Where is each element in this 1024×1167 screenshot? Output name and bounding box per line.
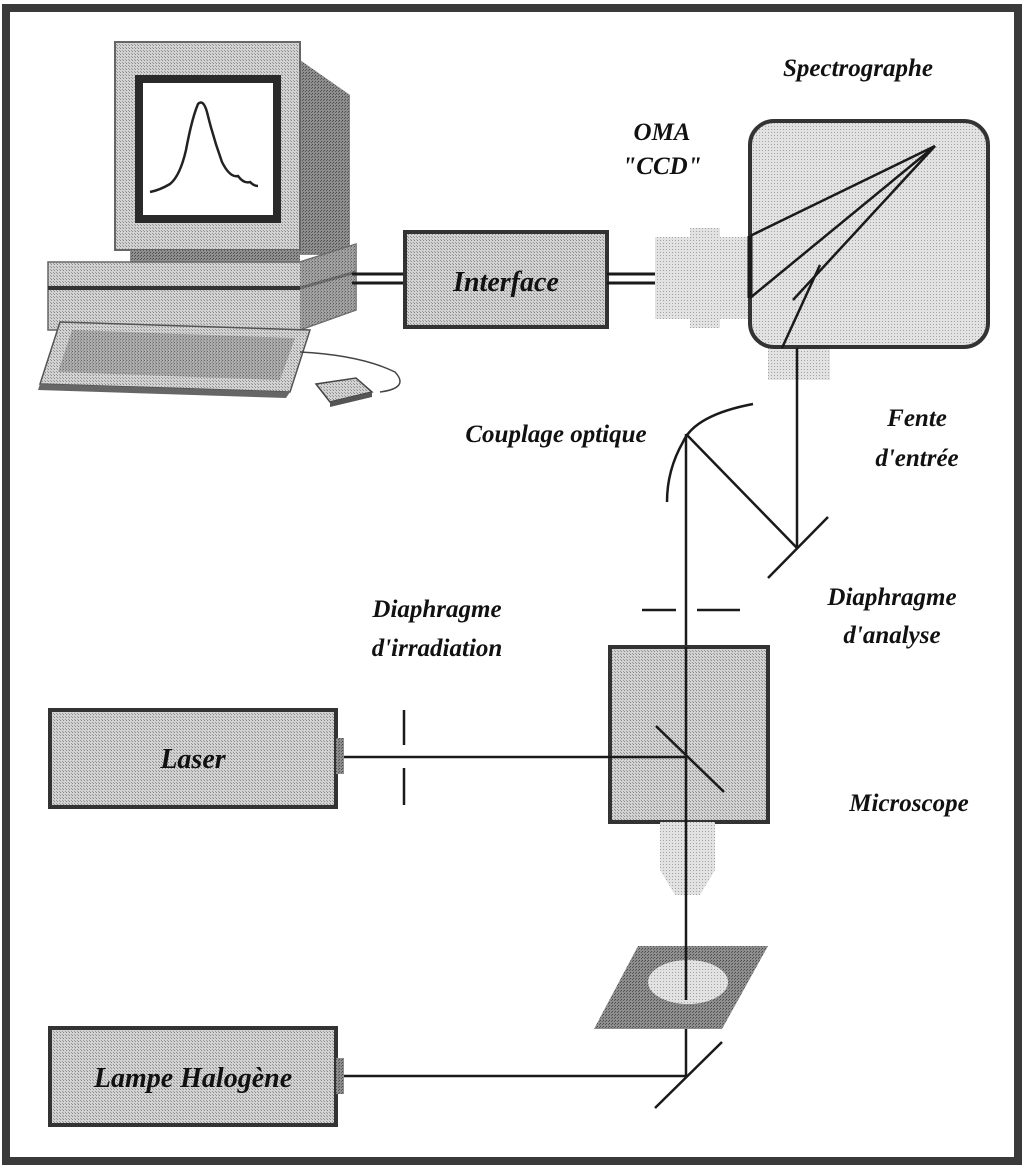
lampe-aperture <box>336 1058 344 1094</box>
oma-label: OMA <box>634 119 691 146</box>
fente-label-2: d'entrée <box>875 445 958 472</box>
beam-splitter <box>655 725 725 793</box>
diaph-irr-label-1: Diaphragme <box>371 596 501 623</box>
diaph-irr-label-2: d'irradiation <box>372 635 503 662</box>
diaph-analyse-label-2: d'analyse <box>843 622 940 649</box>
slit-mirror <box>767 516 829 579</box>
laser-box <box>48 708 338 809</box>
screen-spectrum-curve <box>149 101 259 194</box>
cable-computer-interface <box>352 272 405 285</box>
microscope-label: Microscope <box>848 790 968 817</box>
lampe-label: Lampe Halogène <box>93 1063 292 1094</box>
interface-box <box>403 230 609 329</box>
ccd-label: "CCD" <box>622 153 701 180</box>
diaph-analyse-label-1: Diaphragme <box>826 584 956 611</box>
lampe-box <box>48 1026 338 1127</box>
lamp-mirror <box>654 1041 723 1109</box>
couplage-label: Couplage optique <box>465 421 646 448</box>
interface-label: Interface <box>452 267 559 298</box>
laser-aperture <box>336 738 344 774</box>
sample-slide <box>594 946 768 1029</box>
beam-coupling <box>685 433 798 549</box>
laser-label: Laser <box>159 744 226 775</box>
coupling-mirror <box>665 402 754 503</box>
spectrograph <box>747 119 990 380</box>
fente-label-1: Fente <box>886 405 947 432</box>
microscope <box>608 645 770 895</box>
cable-interface-ccd <box>607 272 655 285</box>
outer-frame <box>2 4 1022 1165</box>
desktop-computer-icon <box>38 41 401 407</box>
mouse-icon <box>314 377 374 407</box>
spectrographe-label: Spectrographe <box>783 55 933 82</box>
ccd-camera <box>655 228 750 328</box>
